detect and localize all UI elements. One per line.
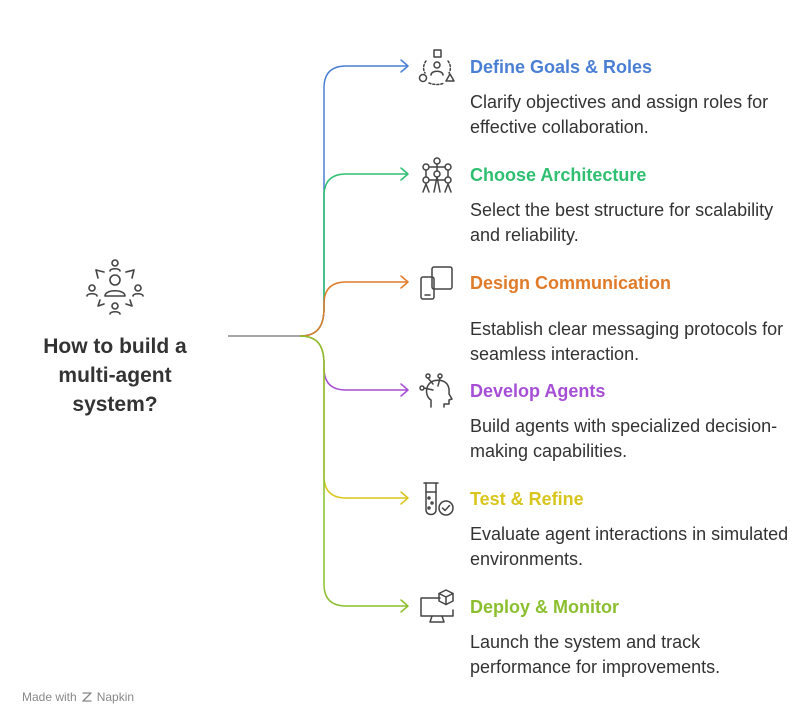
step-description-develop-agents: Build agents with specialized decision-m… <box>470 416 778 461</box>
branch-connector-5 <box>299 335 408 499</box>
step-title-define-goals: Define Goals & Roles <box>470 57 653 77</box>
branch-arrowhead-2 <box>400 167 409 181</box>
branch-arrowhead-1 <box>400 59 409 73</box>
connector-lines <box>228 59 409 613</box>
multi-agent-network-icon <box>86 259 144 315</box>
central-title: How to build a multi-agent system? <box>43 335 187 416</box>
shapes-roles-icon <box>418 49 455 86</box>
monitor-cube-icon <box>420 589 454 623</box>
step-description-define-goals: Clarify objectives and assign roles for … <box>470 92 769 137</box>
step-description-choose-architecture: Select the best structure for scalabilit… <box>470 200 774 245</box>
branch-connector-3 <box>299 281 408 337</box>
ai-head-icon <box>419 373 453 408</box>
step-title-test-refine: Test & Refine <box>470 489 584 509</box>
step-description-test-refine: Evaluate agent interactions in simulated… <box>470 524 789 569</box>
branch-connector-6 <box>299 335 408 607</box>
branch-arrowhead-4 <box>400 383 409 397</box>
branch-arrowhead-5 <box>400 491 409 505</box>
devices-icon <box>420 266 453 300</box>
napkin-logo-icon <box>82 692 92 702</box>
branch-connector-2 <box>299 173 408 337</box>
step-title-develop-agents: Develop Agents <box>470 381 606 401</box>
credit-prefix: Made with <box>22 690 77 704</box>
branch-connector-1 <box>299 65 408 337</box>
branch-arrowhead-6 <box>400 599 409 613</box>
step-title-choose-architecture: Choose Architecture <box>470 165 647 185</box>
network-structure-icon <box>422 157 452 193</box>
step-description-design-communication: Establish clear messaging protocols for … <box>470 319 784 364</box>
step-title-deploy-monitor: Deploy & Monitor <box>470 597 619 617</box>
made-with-credit: Made with Napkin <box>22 690 134 704</box>
step-description-deploy-monitor: Launch the system and track performance … <box>470 632 721 677</box>
branch-arrowhead-3 <box>400 275 409 289</box>
test-tube-check-icon <box>423 482 454 516</box>
credit-brand: Napkin <box>96 690 135 704</box>
step-title-design-communication: Design Communication <box>470 273 672 293</box>
branch-connector-4 <box>299 335 408 391</box>
